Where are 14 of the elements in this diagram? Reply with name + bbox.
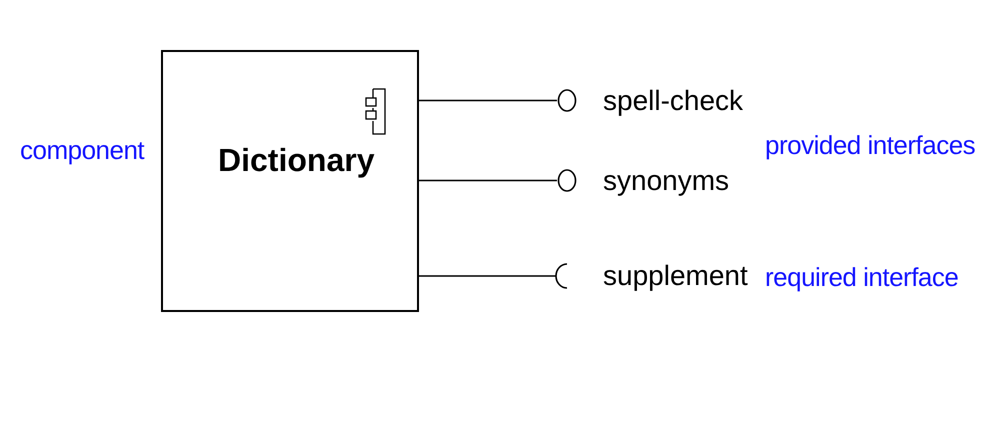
annotation-text: component (20, 134, 144, 167)
component-box (161, 50, 419, 312)
interface-name: synonyms (603, 166, 730, 194)
component-name: Dictionary (218, 144, 374, 176)
annotation-text: provided interfaces (765, 129, 976, 162)
connector-line (419, 275, 556, 277)
interface-name: spell-check (603, 86, 744, 114)
ball-symbol (557, 89, 577, 112)
ball-symbol (557, 169, 577, 192)
connector-line (419, 180, 557, 182)
socket-symbol (556, 263, 568, 289)
connector-line (419, 100, 557, 102)
annotation-text: required interface (765, 261, 958, 294)
interface-name: supplement (603, 262, 748, 290)
